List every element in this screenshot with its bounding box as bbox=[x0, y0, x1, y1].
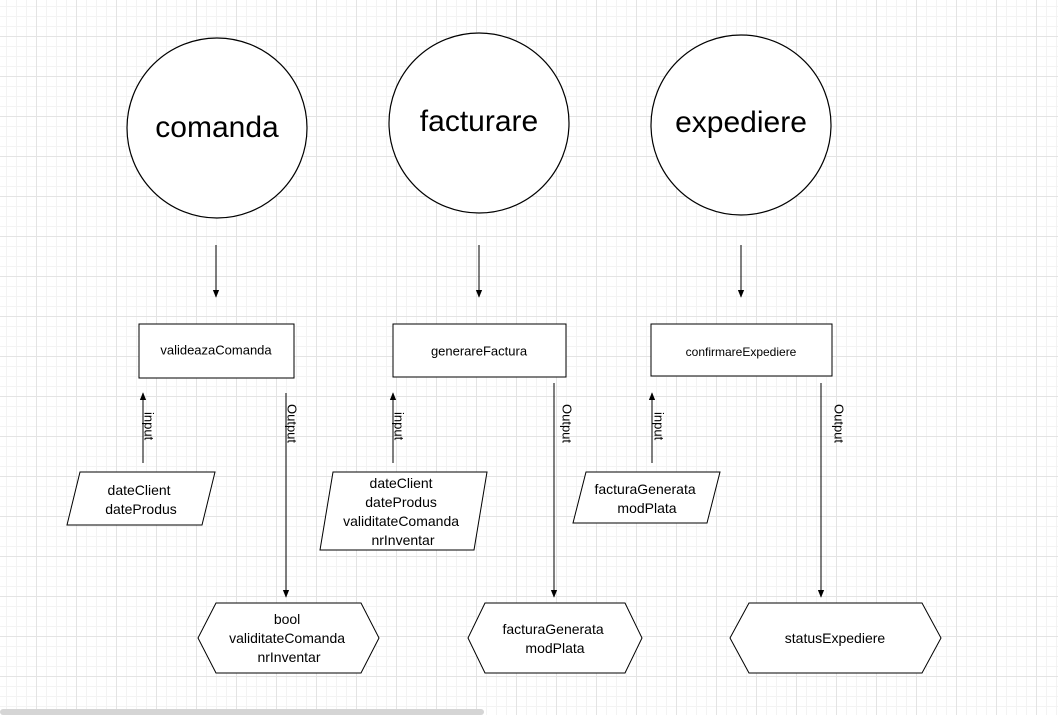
output-edge-label-facturare: Output bbox=[560, 404, 575, 443]
output-item-modPlata: modPlata bbox=[525, 640, 584, 656]
input-data-facturare[interactable] bbox=[319, 471, 488, 551]
action-label-generareFactura: generareFactura bbox=[431, 343, 528, 358]
action-label-valideazaComanda: valideazaComanda bbox=[160, 342, 272, 357]
input-item-dateClient-2: dateClient bbox=[370, 475, 433, 491]
input-item-dateProdus-2: dateProdus bbox=[365, 494, 437, 510]
input-item-modPlata: modPlata bbox=[617, 500, 676, 516]
process-circle-comanda[interactable] bbox=[126, 37, 308, 219]
horizontal-scrollbar[interactable] bbox=[0, 709, 484, 715]
output-item-nrInventar: nrInventar bbox=[257, 649, 320, 665]
output-item-facturaGenerata: facturaGenerata bbox=[502, 621, 603, 637]
input-edge-label-facturare: input bbox=[392, 412, 407, 441]
process-facturare: facturare generareFactura input dateClie… bbox=[319, 32, 643, 674]
input-data-expediere[interactable] bbox=[572, 471, 721, 524]
input-item-facturaGenerata: facturaGenerata bbox=[594, 481, 695, 497]
action-box-valideazaComanda[interactable] bbox=[138, 323, 295, 379]
input-item-dateClient: dateClient bbox=[108, 482, 171, 498]
action-box-generareFactura[interactable] bbox=[392, 323, 567, 378]
output-edge-label-expediere: Output bbox=[832, 404, 847, 443]
action-box-confirmareExpediere[interactable] bbox=[650, 323, 833, 377]
process-comanda: comanda valideazaComanda input dateClien… bbox=[66, 37, 380, 674]
process-expediere: expediere confirmareExpediere input fact… bbox=[572, 34, 942, 674]
input-data-text-facturare: dateClient dateProdus validitateComanda … bbox=[343, 475, 463, 548]
output-item-validitateComanda: validitateComanda bbox=[229, 630, 345, 646]
output-data-comanda[interactable] bbox=[197, 602, 380, 674]
output-data-text-comanda: bool validitateComanda nrInventar bbox=[229, 611, 349, 665]
action-label-confirmareExpediere: confirmareExpediere bbox=[686, 345, 797, 359]
output-data-facturare[interactable] bbox=[467, 602, 643, 674]
input-data-text-comanda: dateClient dateProdus bbox=[105, 482, 177, 517]
input-edge-label-comanda: input bbox=[142, 412, 157, 441]
output-data-text-facturare: facturaGenerata modPlata bbox=[502, 621, 607, 656]
output-data-text-expediere: statusExpediere bbox=[785, 630, 886, 646]
process-name-comanda: comanda bbox=[155, 111, 279, 144]
input-edge-label-expediere: input bbox=[652, 412, 667, 441]
output-item-bool: bool bbox=[274, 611, 300, 627]
input-data-text-expediere: facturaGenerata modPlata bbox=[594, 481, 699, 516]
process-circle-facturare[interactable] bbox=[388, 32, 570, 214]
input-data-comanda[interactable] bbox=[66, 471, 216, 526]
output-item-statusExpediere: statusExpediere bbox=[785, 630, 886, 646]
output-data-expediere[interactable] bbox=[729, 602, 942, 674]
input-item-validitateComanda: validitateComanda bbox=[343, 513, 459, 529]
process-circle-expediere[interactable] bbox=[650, 34, 832, 216]
output-edge-label-comanda: Output bbox=[285, 404, 300, 443]
process-name-facturare: facturare bbox=[420, 105, 538, 138]
input-item-dateProdus: dateProdus bbox=[105, 501, 177, 517]
process-name-expediere: expediere bbox=[675, 106, 807, 139]
input-item-nrInventar: nrInventar bbox=[371, 532, 434, 548]
